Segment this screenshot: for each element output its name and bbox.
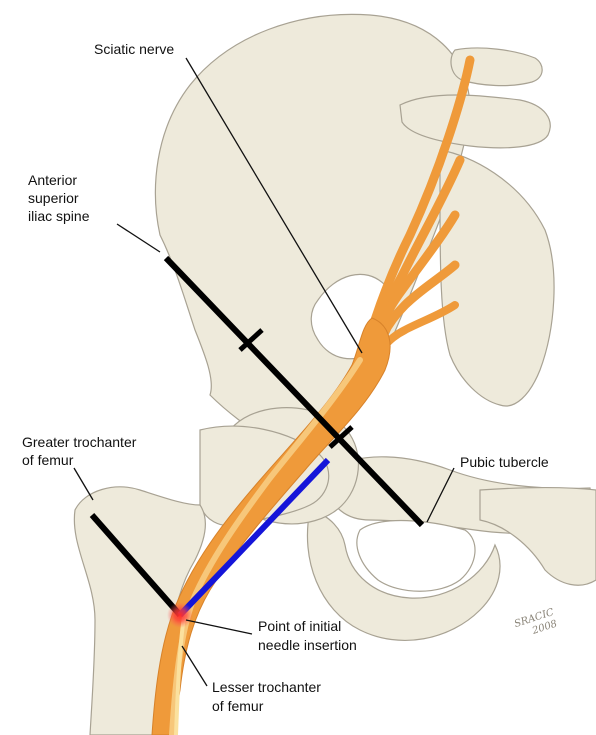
artist-signature: SRACIC 2008 (513, 607, 559, 642)
sacrum (440, 150, 554, 406)
label-lesser-trochanter-line-2: of femur (212, 698, 264, 714)
leader-needle-point (186, 620, 252, 634)
label-greater-trochanter-line-2: of femur (22, 452, 74, 468)
leader-asis (117, 224, 160, 252)
label-pubic-tubercle: Pubic tubercle (460, 454, 549, 470)
label-needle-point: Point of initial needle insertion (258, 618, 357, 653)
label-greater-trochanter-line-1: Greater trochanter (22, 434, 137, 450)
label-asis-line-2: superior (28, 190, 79, 206)
label-needle-point-line-2: needle insertion (258, 637, 357, 653)
needle-insertion-point (167, 602, 193, 628)
label-lesser-trochanter-line-1: Lesser trochanter (212, 679, 321, 695)
label-needle-point-line-1: Point of initial (258, 618, 341, 634)
label-asis-line-1: Anterior (28, 172, 77, 188)
label-asis: Anterior superior iliac spine (28, 172, 90, 224)
label-lesser-trochanter: Lesser trochanter of femur (212, 679, 325, 714)
obturator-foramen (357, 521, 475, 592)
label-sciatic-nerve: Sciatic nerve (94, 41, 174, 57)
leader-lesser-trochanter (182, 646, 207, 686)
leader-greater-trochanter (74, 468, 93, 500)
label-greater-trochanter: Greater trochanter of femur (22, 434, 140, 468)
label-asis-line-3: iliac spine (28, 208, 90, 224)
